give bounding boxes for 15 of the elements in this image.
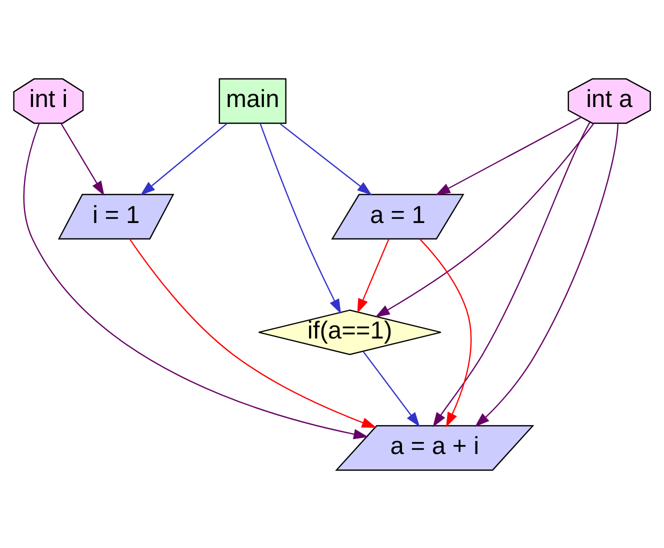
arrow (60, 122, 104, 196)
arrow (279, 122, 372, 195)
arrow (140, 122, 228, 195)
arrow (419, 238, 472, 427)
arrow (432, 121, 590, 427)
arrow (23, 122, 368, 439)
node-box: main (218, 78, 286, 124)
arrow (474, 122, 619, 426)
arrow (436, 116, 582, 195)
arrow (129, 238, 377, 428)
arrow (357, 238, 390, 313)
arrow (374, 122, 594, 317)
node-diamond: if(a==1) (258, 309, 442, 355)
arrow (362, 350, 420, 426)
arrow (260, 122, 342, 314)
